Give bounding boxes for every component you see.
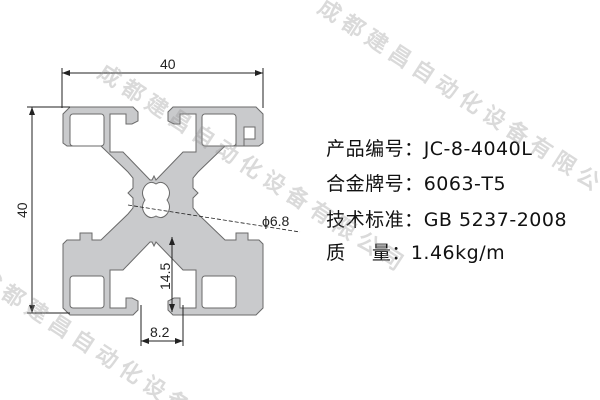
- dimension-height-label: 40: [14, 202, 30, 218]
- spec-technical-standard: 技术标准：GB 5237-2008: [300, 183, 567, 254]
- spec-weight: 质 量：1.46kg/m: [300, 216, 505, 287]
- dimension-height: [27, 106, 70, 314]
- dimension-diameter-label: ϕ6.8: [262, 213, 290, 229]
- dimension-width-label: 40: [160, 56, 176, 72]
- spec-label: 质 量：: [326, 242, 411, 264]
- spec-value: JC-8-4040L: [423, 138, 533, 160]
- spec-label: 合金牌号：: [326, 173, 424, 195]
- dimension-width: [61, 68, 264, 108]
- spec-product-number: 产品编号：JC-8-4040L: [300, 112, 532, 183]
- spec-value: 6063-T5: [423, 173, 507, 195]
- spec-value: 1.46kg/m: [410, 242, 506, 264]
- spec-alloy-grade: 合金牌号：6063-T5: [300, 147, 506, 218]
- spec-value: GB 5237-2008: [423, 209, 568, 231]
- dimension-diameter: [127, 204, 301, 233]
- dimension-slot-depth-label: 14.5: [157, 263, 173, 290]
- spec-label: 产品编号：: [326, 138, 424, 160]
- spec-label: 技术标准：: [326, 209, 424, 231]
- profile-cavities: [69, 100, 237, 321]
- dimension-slot-width: [140, 305, 184, 346]
- dimension-slot-width-label: 8.2: [150, 324, 170, 340]
